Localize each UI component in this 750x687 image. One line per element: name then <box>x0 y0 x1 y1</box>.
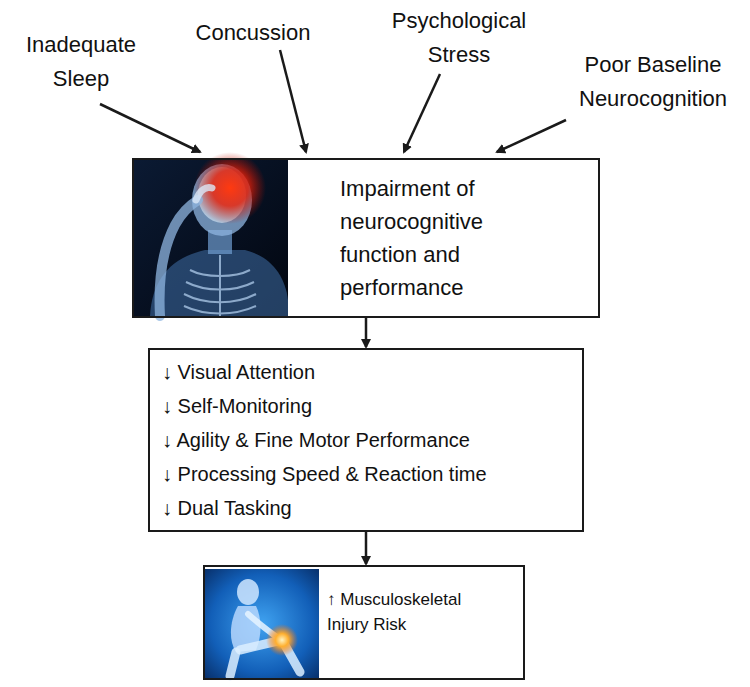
box-text: ↓ Visual Attention <box>162 360 570 384</box>
process-box: ↓ Visual Attention ↓ Self-Monitoring ↓ Agi… <box>148 348 584 532</box>
factor-arrow <box>280 50 306 152</box>
factor-label: Inadequate Sleep <box>4 28 158 96</box>
flow-arrow <box>365 318 368 347</box>
process-box: ↑ Musculoskeletal Injury Risk <box>203 565 525 680</box>
box-text: Impairment of neurocognitive function an… <box>340 172 540 304</box>
box-text: ↓ Agility & Fine Motor Performance <box>162 428 570 452</box>
factor-arrow <box>404 74 440 152</box>
factor-label: Poor Baseline Neurocognition <box>560 48 746 116</box>
box-text: ↓ Dual Tasking <box>162 496 570 520</box>
box-text: ↓ Processing Speed & Reaction time <box>162 462 570 486</box>
factor-arrow <box>497 120 566 152</box>
factor-label: Concussion <box>176 16 330 50</box>
box-text: ↑ Musculoskeletal Injury Risk <box>327 587 507 637</box>
factor-arrow <box>100 104 200 152</box>
factor-label: Psychological Stress <box>370 4 548 72</box>
factor-arrows <box>100 50 566 152</box>
process-box: Impairment of neurocognitive function an… <box>132 158 600 318</box>
headache-illustration <box>134 152 288 316</box>
knee-injury-illustration <box>205 569 319 678</box>
box-text: ↓ Self-Monitoring <box>162 394 570 418</box>
flow-arrow <box>365 532 368 564</box>
